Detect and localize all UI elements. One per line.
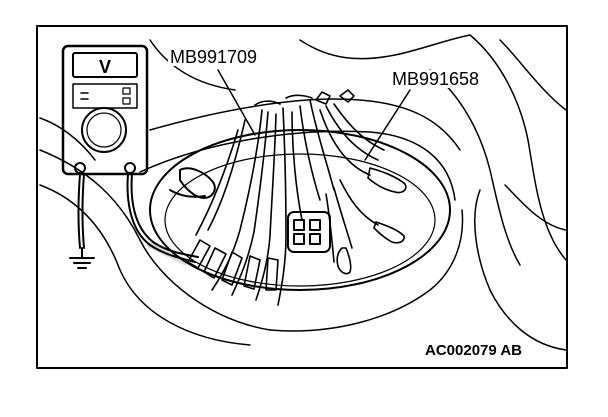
multimeter [61,44,149,176]
alligator-clips [187,167,407,291]
pump-flange [149,129,451,291]
harness-bundle-mb991658 [315,89,385,263]
multimeter-v-jack [124,162,136,174]
meter-display-symbol: V [99,57,111,77]
multimeter-display [72,52,138,78]
ground-symbol-icon [69,247,95,269]
positive-lead [126,173,199,265]
multimeter-com-jack [74,162,86,174]
vehicle-body-contours [39,34,567,351]
figure-reference-code: AC002079 AB [425,342,522,359]
probe-sleeve [169,167,216,199]
ground-lead [77,173,85,249]
harness-bundle-mb991709 [195,94,335,306]
tool-label-mb991658: MB991658 [390,69,482,89]
figure-frame [36,25,568,369]
pump-connector [287,211,331,253]
leader-lines [217,69,411,161]
multimeter-dial [81,107,127,153]
leader-line-mb991709 [217,69,256,136]
leader-line-mb991658 [364,89,411,161]
tool-label-mb991709: MB991709 [168,47,260,67]
multimeter-body [61,44,149,176]
